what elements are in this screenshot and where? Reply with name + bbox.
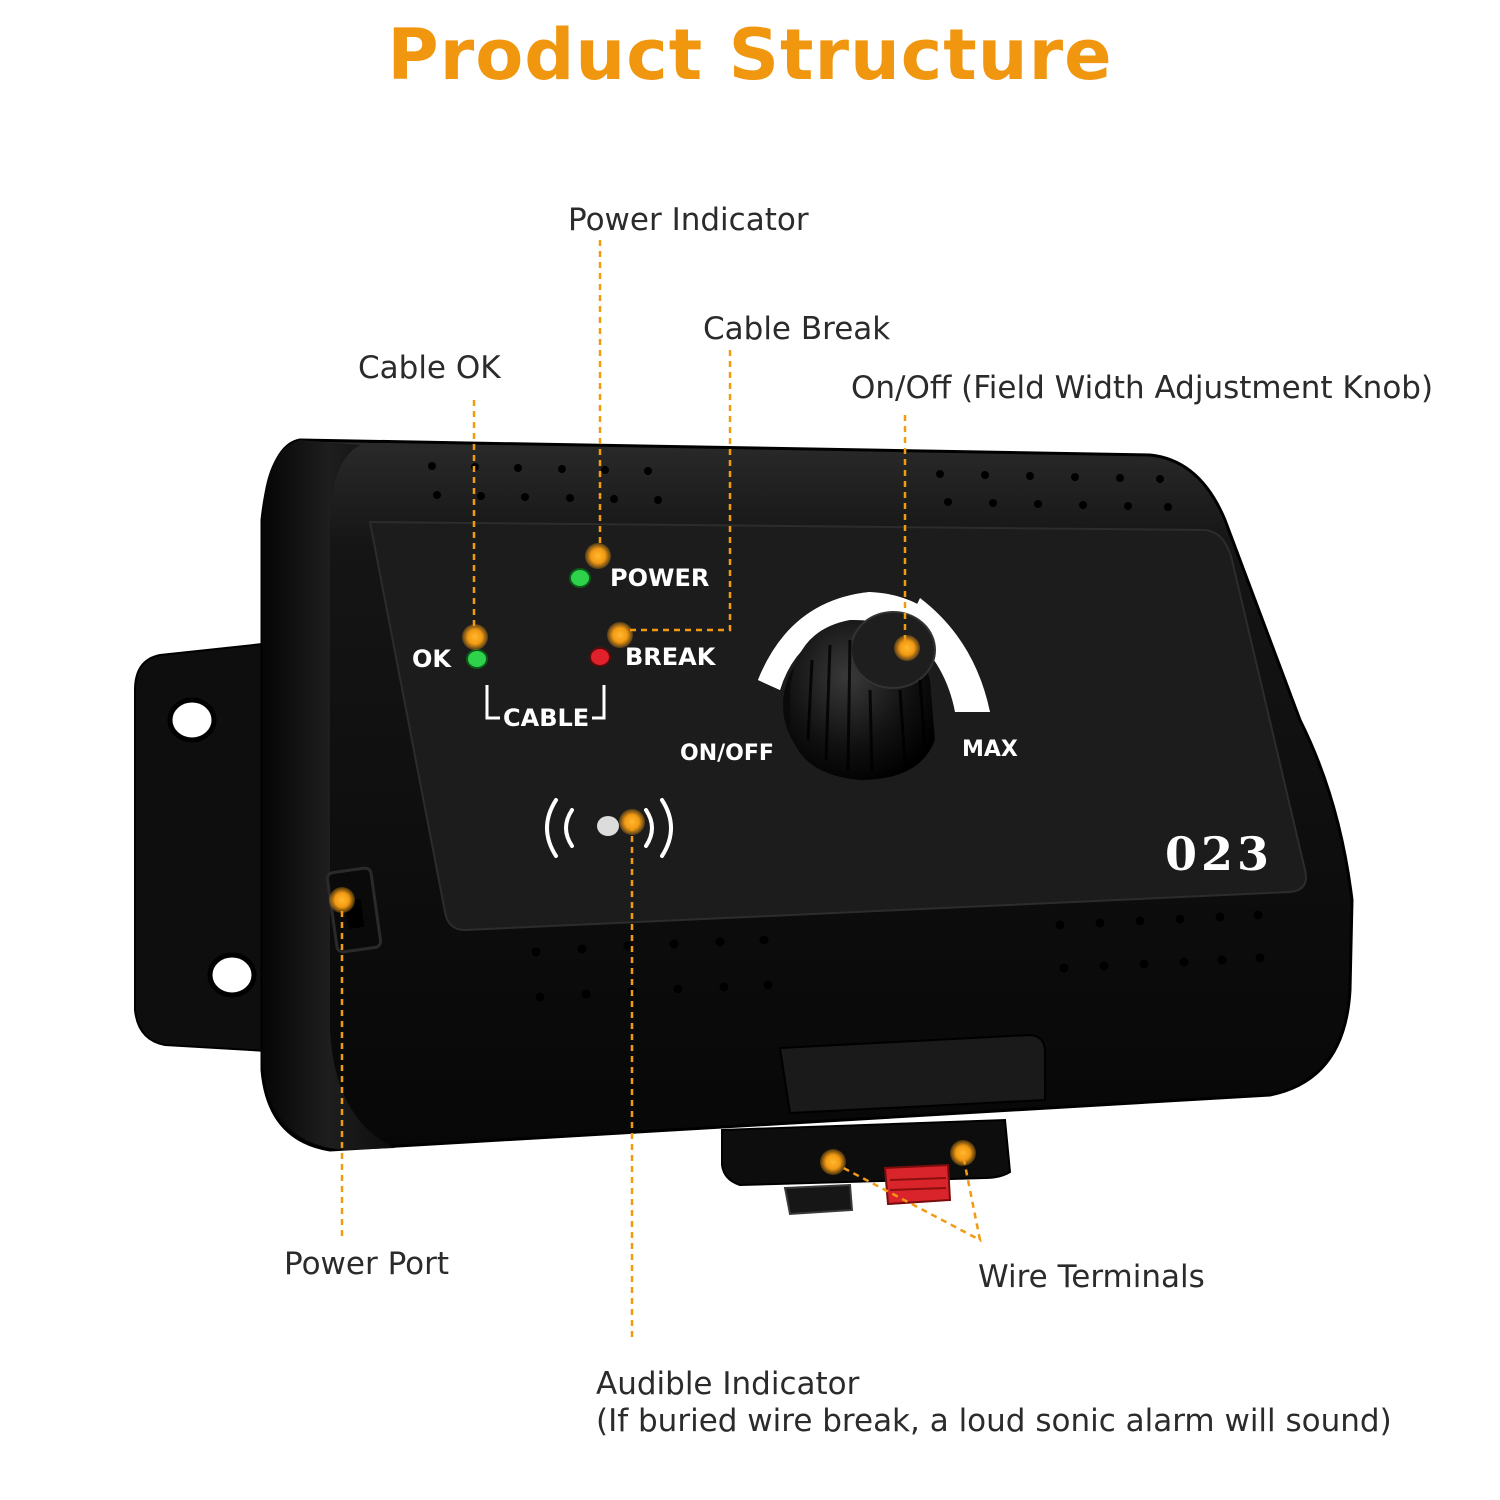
panel-label-cable: CABLE [503, 704, 589, 732]
device-end-cap [262, 440, 395, 1150]
panel-label-max: MAX [962, 737, 1018, 762]
leader-lines [340, 240, 982, 1340]
callout-dots [329, 543, 976, 1175]
ok-led [466, 649, 488, 669]
terminal-black [783, 1183, 854, 1216]
callout-cable-break: Cable Break [703, 311, 891, 347]
power-led [569, 568, 591, 588]
cable-bracket [485, 685, 606, 720]
adjustment-knob [783, 611, 936, 780]
vent-holes-bottom [531, 910, 1265, 1002]
callout-cable-ok: Cable OK [358, 350, 501, 386]
callout-knob: On/Off (Field Width Adjustment Knob) [851, 370, 1434, 406]
vent-holes-top [428, 462, 1172, 511]
break-led [589, 647, 611, 667]
model-number: 023 [1165, 827, 1273, 881]
callout-wire-terminals: Wire Terminals [978, 1259, 1205, 1295]
panel-label-break: BREAK [625, 643, 717, 671]
panel-label-ok: OK [412, 645, 452, 673]
callout-power-indicator: Power Indicator [568, 202, 809, 238]
callout-audible-indicator: Audible Indicator [596, 1366, 860, 1402]
terminal-block [721, 1033, 1046, 1216]
terminal-red [883, 1163, 952, 1206]
mounting-hole-top [167, 697, 217, 743]
callout-audible-note: (If buried wire break, a loud sonic alar… [596, 1403, 1392, 1439]
panel-label-power: POWER [610, 564, 709, 592]
buzzer-hole [597, 816, 619, 836]
mounting-hole-bottom [207, 952, 257, 998]
callout-power-port: Power Port [284, 1246, 450, 1282]
sound-waves [545, 798, 673, 858]
panel-label-on-off: ON/OFF [680, 741, 774, 766]
page-title: Product Structure [387, 14, 1113, 96]
